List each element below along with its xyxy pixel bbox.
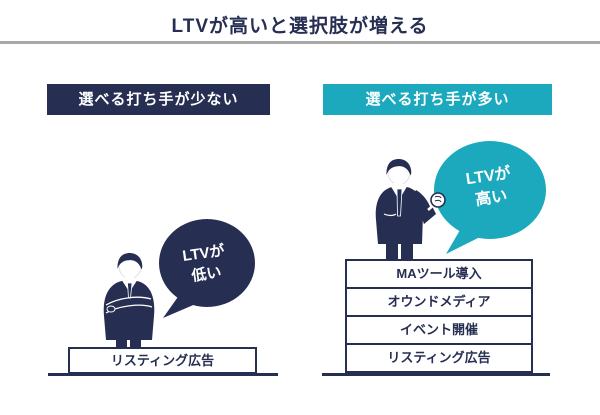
left-panel-header: 選べる打ち手が少ない (47, 84, 270, 115)
page-title: LTVが高いと選択肢が増える (171, 16, 429, 37)
businessman-fist-raised-illustration (375, 159, 446, 262)
right-tactic-owned-media: オウンドメディア (345, 287, 533, 317)
businessman-arms-crossed-illustration (103, 253, 155, 350)
right-panel-header: 選べる打ち手が多い (323, 84, 552, 115)
left-speech-bubble (159, 219, 255, 318)
right-tactic-ma-tool: MAツール導入 (345, 259, 533, 289)
right-ground-line (322, 373, 550, 376)
right-tactic-event: イベント開催 (345, 315, 533, 345)
right-speech-bubble (434, 141, 546, 254)
title-divider (0, 41, 600, 44)
left-tactic-listing-ads: リスティング広告 (68, 347, 257, 374)
right-tactics-stack: MAツール導入 オウンドメディア イベント開催 リスティング広告 (345, 259, 533, 373)
right-tactic-listing-ads: リスティング広告 (345, 343, 533, 373)
left-ground-line (48, 373, 278, 376)
